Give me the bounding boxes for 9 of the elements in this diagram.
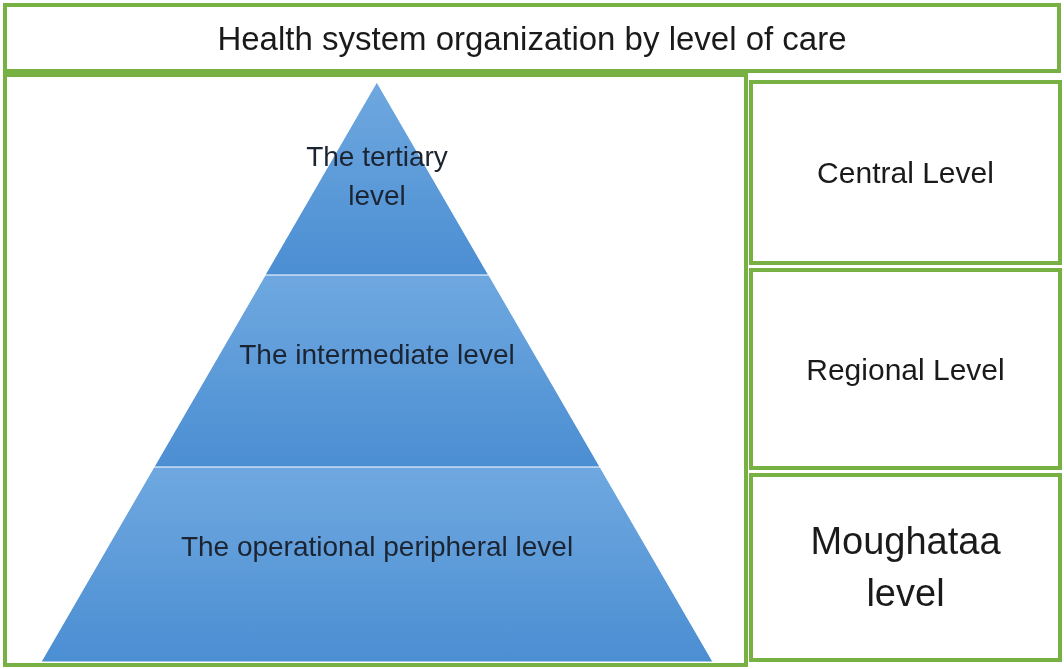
level-box <box>749 80 1062 265</box>
level-label: Central Level <box>816 155 995 191</box>
level-label: Moughataa level <box>809 519 1002 616</box>
level-label: Regional Level <box>805 351 1006 388</box>
tier-label: The operational peripheral level <box>179 530 575 564</box>
diagram-title: Health system organization by level of care <box>217 21 847 55</box>
tier-label: The intermediate level <box>238 338 516 372</box>
level-box <box>749 268 1062 470</box>
level-box <box>749 473 1062 662</box>
